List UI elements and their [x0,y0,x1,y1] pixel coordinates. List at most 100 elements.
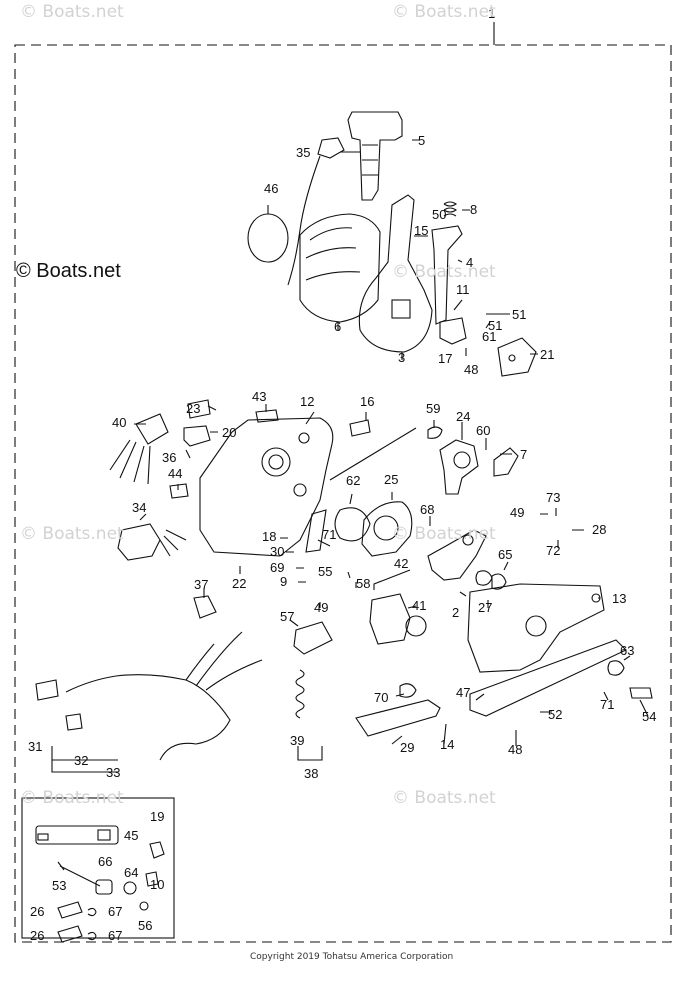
callout-number: 30 [270,544,284,559]
callout-number: 61 [482,329,496,344]
switch-17 [439,317,467,345]
washer-27 [475,570,493,586]
bracket-24 [439,439,479,495]
housing-12 [199,417,334,557]
callout-number: 44 [168,466,182,481]
shroud-cover [299,213,381,323]
spacer-70 [399,683,417,698]
clip-10 [145,871,159,887]
clip-19 [149,841,165,859]
callout-number: 27 [478,600,492,615]
harness-35 [287,137,345,286]
callout-number: 14 [440,737,454,752]
boss-3 [391,299,411,319]
bolt-16 [349,419,371,437]
callout-number: 71 [600,697,614,712]
callout-number: 1 [488,6,495,21]
lever-2 [427,529,487,581]
callout-number: 38 [304,766,318,781]
callout-number: 31 [28,739,42,754]
callout-number: 35 [296,145,310,160]
washer-62 [334,507,371,542]
callout-number: 70 [374,690,388,705]
watermark: © Boats.net [20,2,124,22]
callout-number: 5 [418,133,425,148]
callout-number: 7 [520,447,527,462]
gear-plate-25 [361,501,413,557]
callout-number: 39 [290,733,304,748]
callout-number: 40 [112,415,126,430]
callout-number: 55 [318,564,332,579]
rail-14 [469,639,627,717]
callout-number: 23 [186,401,200,416]
callout-number: 9 [280,574,287,589]
nut-56 [139,901,149,911]
callout-number: 46 [264,181,278,196]
callout-number: 66 [98,854,112,869]
callout-number: 28 [592,522,606,537]
callout-number: 62 [346,473,360,488]
callout-number: 11 [456,282,470,297]
bolt-54 [629,687,653,699]
callout-number: 59 [426,401,440,416]
motor-57 [293,621,333,655]
watermark: © Boats.net [20,524,124,544]
callout-number: 42 [394,556,408,571]
watermark: © Boats.net [20,788,124,808]
inset-box [21,797,175,943]
watermark: © Boats.net [392,262,496,282]
callout-number: 16 [360,394,374,409]
assembly-frame [14,44,672,943]
callout-number: 33 [106,765,120,780]
callout-number: 49 [510,505,524,520]
lever-arm-3 [358,194,433,353]
callout-number: 43 [252,389,266,404]
callout-number: 25 [384,472,398,487]
washer-64 [123,881,137,895]
key-switch-34 [117,523,161,561]
handle-grip [347,111,403,201]
sticker-44 [169,483,189,499]
callout-number: 47 [456,685,470,700]
watermark: © Boats.net [392,2,496,22]
gasket-46 [247,213,289,263]
callout-number: 26 [30,928,44,943]
callout-number: 56 [138,918,152,933]
callout-number: 60 [476,423,490,438]
callout-number: 12 [300,394,314,409]
callout-number: 29 [400,740,414,755]
watermark: © Boats.net [392,524,496,544]
callout-number: 3 [398,350,405,365]
callout-number: 26 [30,904,44,919]
callout-number: 13 [612,591,626,606]
callout-number: 67 [108,928,122,943]
callout-number: 72 [546,543,560,558]
washer-63 [607,660,625,676]
callout-number: 19 [150,809,164,824]
connector-37 [193,595,217,619]
callout-number: 37 [194,577,208,592]
callout-number: 54 [642,709,656,724]
callout-number: 34 [132,500,146,515]
callout-number: 10 [150,877,164,892]
callout-number: 64 [124,865,138,880]
callout-number: 8 [470,202,477,217]
callout-number: 69 [270,560,284,575]
callout-number: 36 [162,450,176,465]
callout-number: 49 [314,600,328,615]
callout-number: 21 [540,347,554,362]
plate-21 [497,337,537,377]
callout-number: 48 [464,362,478,377]
callout-number: 17 [438,351,452,366]
callout-number: 73 [546,490,560,505]
callout-number: 52 [548,707,562,722]
callout-number: 68 [420,502,434,517]
callout-number: 48 [508,742,522,757]
ecu-box-40 [135,413,169,445]
copyright-notice: Copyright 2019 Tohatsu America Corporati… [250,952,454,962]
callout-number: 65 [498,547,512,562]
callout-number: 57 [280,609,294,624]
